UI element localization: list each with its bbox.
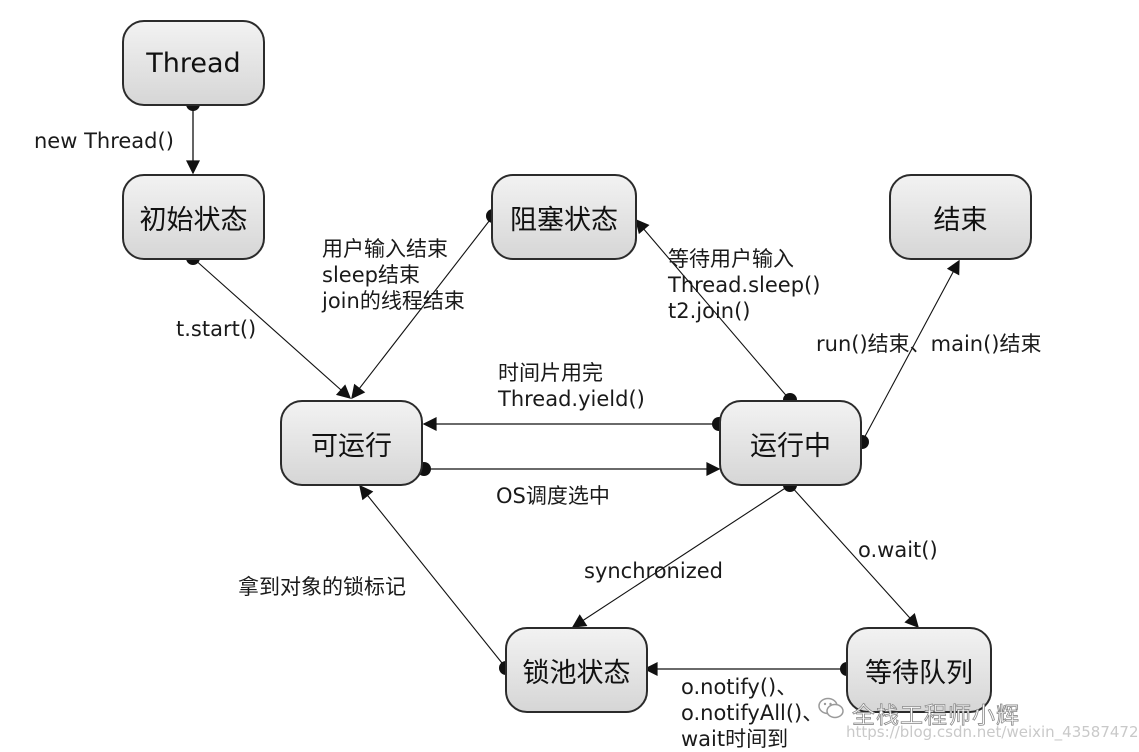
label-wait: o.wait() (858, 538, 938, 562)
label-block-end-line1: 用户输入结束 (322, 237, 448, 261)
label-get-lock: 拿到对象的锁标记 (238, 575, 406, 599)
edge-start (192, 257, 352, 399)
label-block-end-line3: join的线程结束 (322, 289, 465, 313)
edge-wait (789, 484, 919, 629)
edge-finish (861, 259, 960, 443)
edge-to-blocked (635, 218, 791, 401)
node-wait-queue: 等待队列 (846, 627, 992, 713)
node-runnable: 可运行 (280, 400, 423, 486)
label-notify-line1: o.notify()、 (681, 675, 798, 699)
label-notify: o.notify()、 o.notifyAll()、 wait时间到 (681, 674, 823, 752)
label-block-end: 用户输入结束 sleep结束 join的线程结束 (322, 236, 465, 314)
label-start: t.start() (176, 317, 257, 341)
node-initial-state: 初始状态 (122, 174, 265, 260)
node-lock-pool: 锁池状态 (505, 627, 648, 713)
label-notify-line2: o.notifyAll()、 (681, 701, 824, 725)
label-to-blocked-line1: 等待用户输入 (668, 247, 794, 271)
label-timeslice-line2: Thread.yield() (498, 387, 645, 411)
label-finish: run()结束、main()结束 (816, 332, 1042, 356)
label-synchronized: synchronized (584, 559, 723, 583)
label-block-end-line2: sleep结束 (322, 263, 420, 287)
watermark-url: https://blog.csdn.net/weixin_43587472 (846, 723, 1139, 741)
label-to-blocked: 等待用户输入 Thread.sleep() t2.join() (668, 246, 820, 324)
label-new-thread: new Thread() (34, 129, 174, 153)
watermark-author: 全栈工程师小辉 (852, 703, 1020, 730)
label-notify-line3: wait时间到 (681, 727, 789, 751)
edge-synchronized (571, 484, 791, 628)
label-timeslice-line1: 时间片用完 (498, 361, 603, 385)
node-blocked-state: 阻塞状态 (491, 174, 637, 260)
label-to-blocked-line3: t2.join() (668, 299, 751, 323)
node-thread: Thread (122, 20, 265, 106)
wechat-icon (818, 697, 844, 719)
node-running: 运行中 (719, 400, 862, 486)
edge-get-lock (359, 484, 507, 669)
node-terminated: 结束 (889, 174, 1032, 260)
edge-block-end (351, 215, 494, 400)
label-os-select: OS调度选中 (496, 484, 610, 508)
label-to-blocked-line2: Thread.sleep() (668, 273, 821, 297)
label-timeslice: 时间片用完 Thread.yield() (498, 360, 645, 412)
